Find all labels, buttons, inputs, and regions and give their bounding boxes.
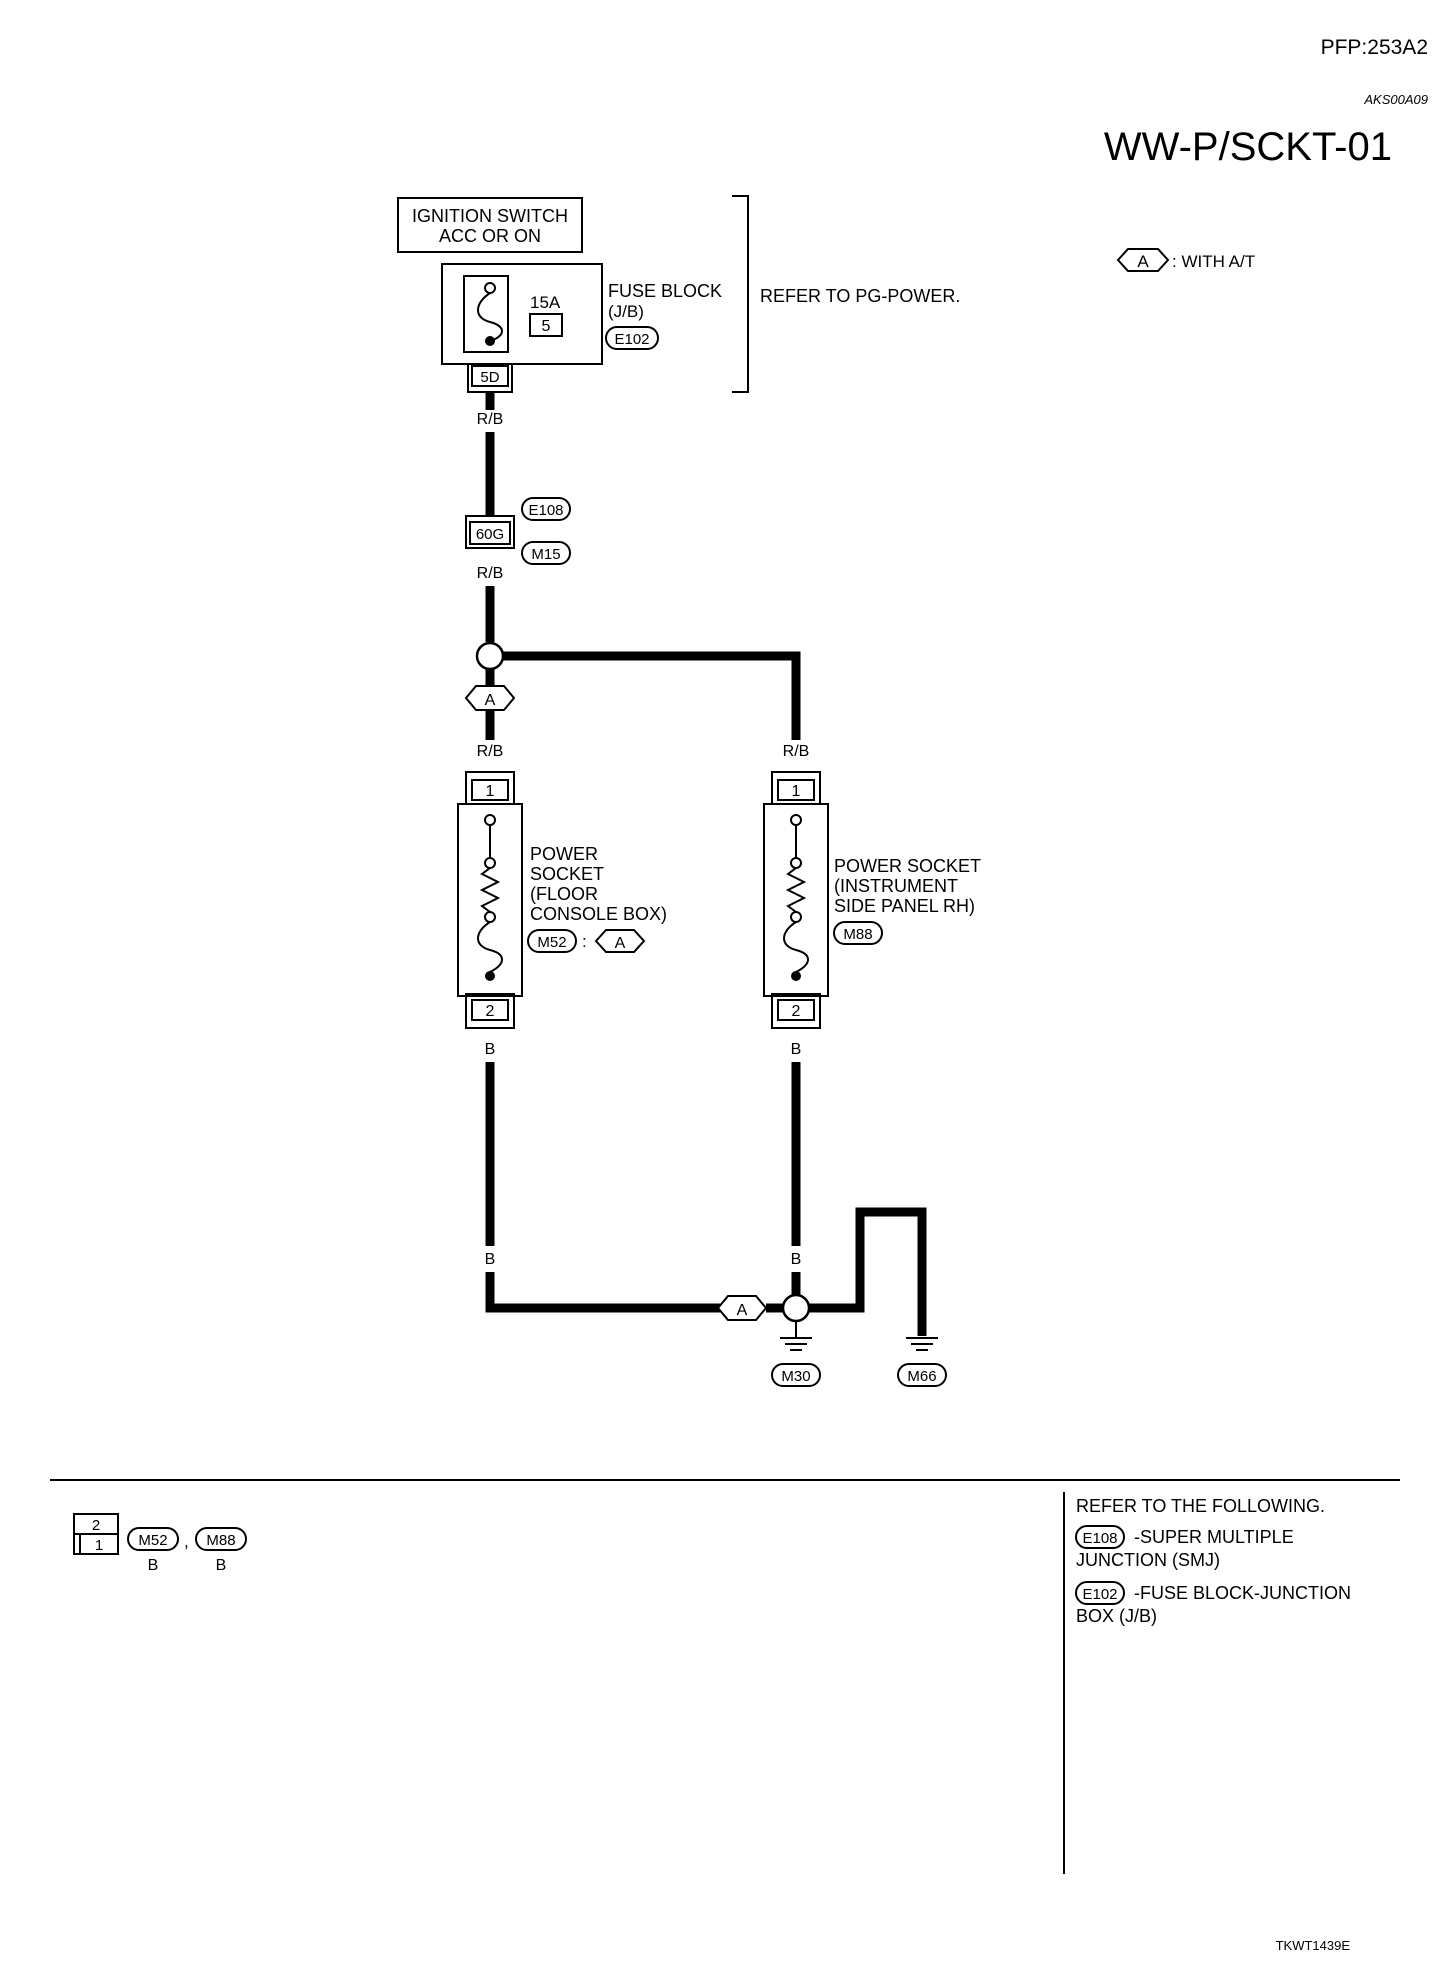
wire-b-jump	[809, 1207, 927, 1336]
joint-connector-e108-label: E108	[528, 502, 563, 519]
right-socket-label-3: SIDE PANEL RH)	[834, 896, 975, 916]
fuse-number: 5	[542, 318, 551, 335]
option-a-marker-top-label: A	[485, 692, 496, 709]
ignition-switch-mode: ACC OR ON	[439, 226, 541, 246]
wire-color-rb-1: R/B	[477, 411, 504, 428]
right-socket-connector	[833, 921, 883, 945]
power-socket-floor-console	[457, 771, 523, 1029]
connector-face-view	[73, 1513, 119, 1555]
power-socket-instrument-panel	[763, 771, 829, 1029]
page-title: WW-P/SCKT-01	[1104, 125, 1392, 169]
left-socket-label-4: CONSOLE BOX)	[530, 904, 667, 924]
right-socket-pin-top: 1	[792, 783, 801, 800]
footer-connector-comma: ,	[184, 1532, 189, 1551]
right-socket-label-2: (INSTRUMENT	[834, 876, 958, 896]
footer-connector-m88	[195, 1527, 247, 1551]
splice-ground	[781, 1293, 811, 1323]
wire-b-left-to-splice	[485, 1272, 722, 1313]
refer-power-text: REFER TO PG-POWER.	[760, 286, 960, 306]
terminal-5d-box	[471, 365, 509, 387]
refer-connector-e102	[1075, 1581, 1125, 1605]
right-socket-connector-label: M88	[843, 926, 872, 943]
figure-code: TKWT1439E	[1276, 1938, 1351, 1953]
legend-option-a: A : WITH A/T	[1116, 248, 1255, 272]
joint-connector-e108	[521, 497, 571, 521]
wire-color-b-mid-lower: B	[791, 1251, 802, 1268]
terminal-5d-label: 5D	[480, 369, 499, 386]
connector-face-pin-2: 2	[92, 1517, 100, 1534]
ground-m30-label: M30	[781, 1368, 810, 1385]
wire-color-rb-2: R/B	[477, 565, 504, 582]
ground-m66-connector	[897, 1363, 947, 1387]
pfp-code: PFP:253A2	[1321, 36, 1428, 59]
fuse-block-type: (J/B)	[608, 302, 644, 321]
joint-connector-m15-label: M15	[531, 546, 560, 563]
section-code: AKS00A09	[1363, 92, 1428, 107]
refer-item-1-line-2: JUNCTION (SMJ)	[1076, 1550, 1220, 1570]
legend-option-text: : WITH A/T	[1172, 252, 1255, 271]
wire-color-rb-left: R/B	[477, 743, 504, 760]
wire-color-b-left-upper: B	[485, 1041, 496, 1058]
ground-m66-label: M66	[907, 1368, 936, 1385]
option-a-marker-ground-label: A	[737, 1302, 748, 1319]
ignition-switch-label: IGNITION SWITCH	[412, 206, 568, 226]
footer-connector-m52-color: B	[148, 1557, 159, 1574]
fuse-symbol	[463, 275, 509, 353]
left-socket-label-1: POWER	[530, 844, 598, 864]
ignition-switch-box	[397, 197, 583, 253]
refer-item-2-line-1: -FUSE BLOCK-JUNCTION	[1134, 1583, 1351, 1603]
joint-connector-m15	[521, 541, 571, 565]
ground-m66-icon	[906, 1337, 938, 1351]
left-socket-connector	[527, 929, 577, 953]
wire-color-b-right-upper: B	[791, 1041, 802, 1058]
left-socket-colon: :	[582, 932, 587, 951]
fuse-number-box	[529, 313, 563, 337]
refer-connector-e108	[1075, 1525, 1125, 1549]
fuse-block-box	[441, 263, 603, 365]
right-socket-label-1: POWER SOCKET	[834, 856, 981, 876]
left-socket-label-2: SOCKET	[530, 864, 604, 884]
footer-connector-m52-label: M52	[138, 1532, 167, 1549]
fuse-amperage: 15A	[530, 293, 561, 312]
refer-item-1-line-1: -SUPER MULTIPLE	[1134, 1527, 1294, 1547]
fuse-block-connector	[605, 326, 659, 350]
refer-connector-e102-label: E102	[1082, 1586, 1117, 1603]
left-socket-pin-bottom: 2	[486, 1003, 495, 1020]
footer-connector-m88-color: B	[216, 1557, 227, 1574]
joint-terminal-frame	[465, 515, 515, 549]
joint-terminal-label: 60G	[476, 526, 504, 543]
footer-connector-m88-label: M88	[206, 1532, 235, 1549]
refer-connector-e108-label: E108	[1082, 1530, 1117, 1547]
refer-item-2-line-2: BOX (J/B)	[1076, 1606, 1157, 1626]
wire-rb-branch-right	[503, 651, 801, 740]
option-a-marker-top	[464, 685, 516, 711]
right-socket-pin-bottom: 2	[792, 1003, 801, 1020]
ground-m30-connector	[771, 1363, 821, 1387]
legend-option-tag: A	[1137, 252, 1149, 271]
connector-face-pin-1: 1	[95, 1537, 103, 1554]
left-socket-connector-label: M52	[537, 934, 566, 951]
wire-color-b-left-lower: B	[485, 1251, 496, 1268]
left-socket-pin-top: 1	[486, 783, 495, 800]
fuse-block-connector-label: E102	[614, 331, 649, 348]
fuse-block-label: FUSE BLOCK	[608, 281, 722, 301]
left-socket-option-tag-label: A	[615, 935, 626, 952]
footer-connector-m52	[127, 1527, 179, 1551]
ground-m30-icon	[780, 1337, 812, 1351]
refer-bracket	[732, 195, 749, 393]
joint-terminal-box	[469, 521, 511, 545]
splice-top	[475, 641, 505, 671]
left-socket-option-tag	[594, 929, 646, 953]
left-socket-label-3: (FLOOR	[530, 884, 598, 904]
wire-color-rb-right: R/B	[783, 743, 810, 760]
refer-heading: REFER TO THE FOLLOWING.	[1076, 1496, 1325, 1516]
